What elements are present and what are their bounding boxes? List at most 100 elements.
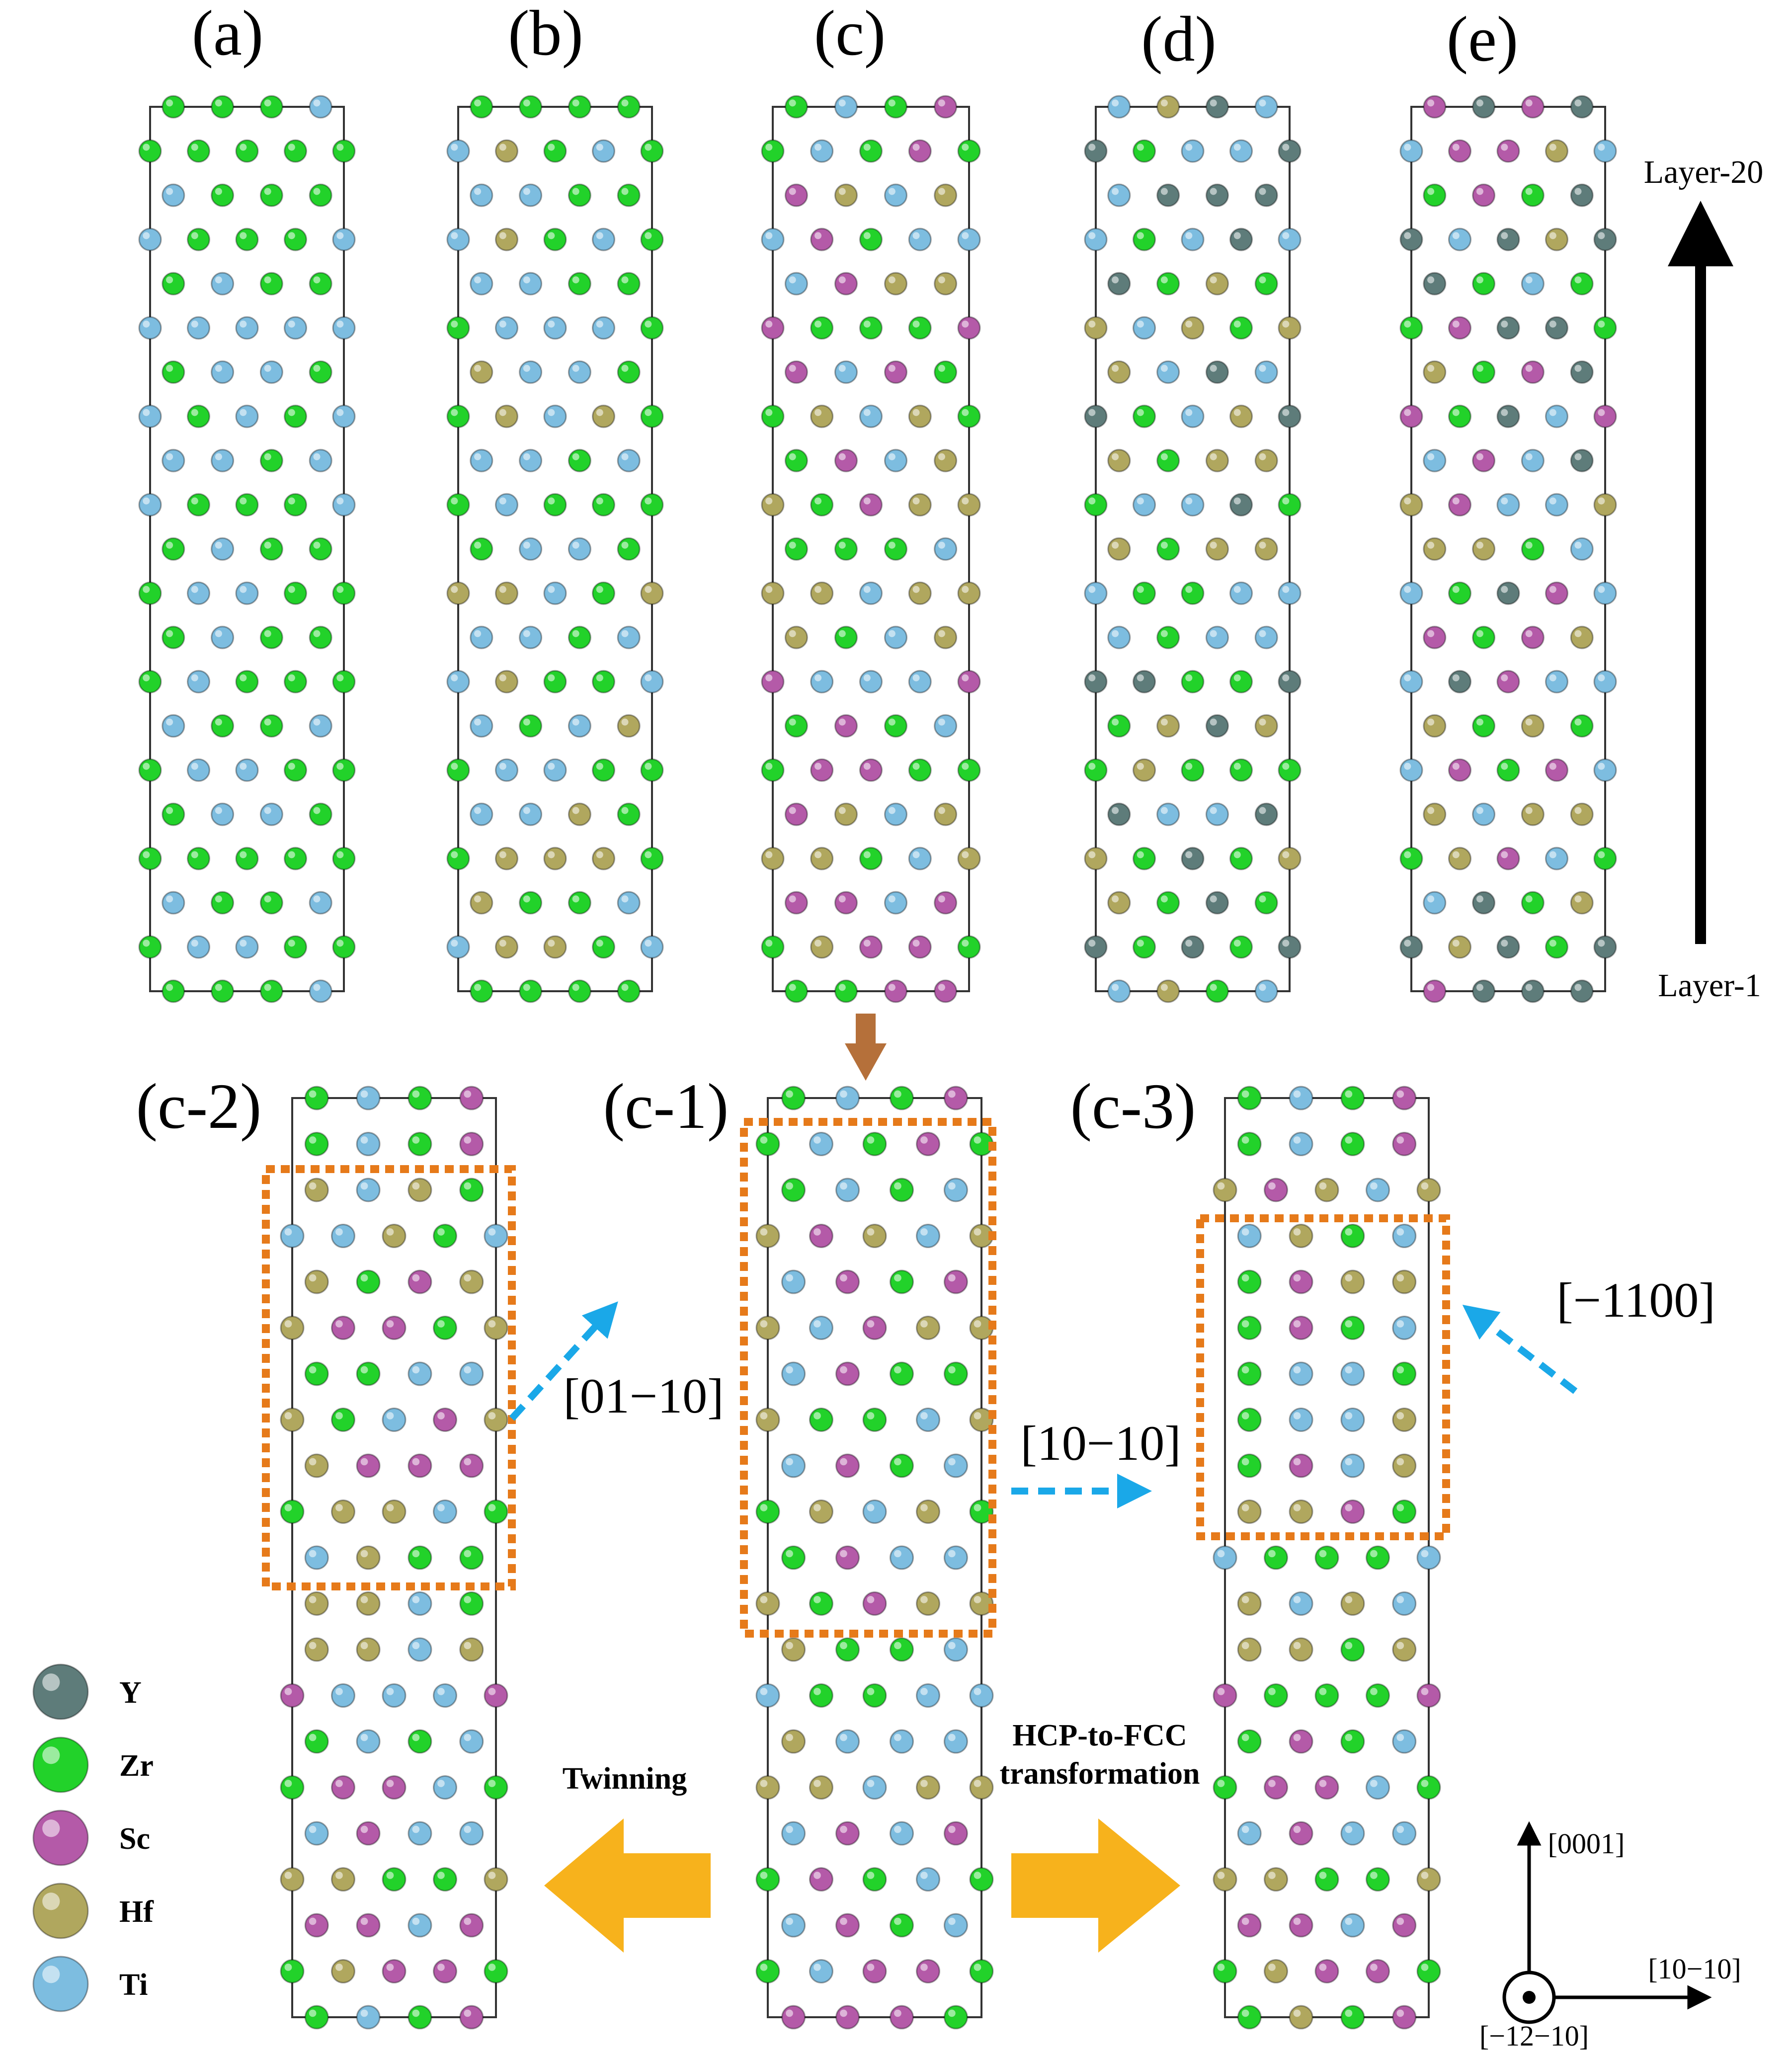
atom-Sc (382, 1316, 407, 1340)
atom-Zr (138, 758, 162, 782)
atom-Zr (943, 2005, 968, 2030)
panel-e-atoms (1399, 95, 1617, 1003)
atom-Zr (889, 1913, 914, 1938)
atom-Zr (1472, 626, 1496, 649)
atom-highlight (488, 1228, 496, 1236)
atom-Ti (943, 1729, 968, 1754)
atom-Hf (407, 1178, 432, 1202)
atom-Hf (1521, 802, 1545, 826)
atom-highlight (1293, 1825, 1301, 1833)
atom-highlight (1160, 807, 1168, 814)
atom-Zr (309, 537, 332, 561)
atom-Ti (1399, 581, 1423, 605)
atom-Ti (1545, 404, 1568, 428)
atom-Sc (1392, 1132, 1417, 1156)
atom-Sc (1392, 1086, 1417, 1110)
atom-Zr (1340, 1132, 1365, 1156)
atom-highlight (1241, 1642, 1249, 1650)
atom-Zr (1205, 979, 1229, 1003)
atom-Zr (280, 1959, 305, 1983)
atom-Ti (407, 1361, 432, 1386)
atom-highlight (974, 1964, 981, 1971)
atom-highlight (1345, 1734, 1353, 1741)
atom-Hf (495, 935, 518, 959)
atom-Zr (834, 626, 858, 649)
atom-highlight (166, 188, 173, 195)
atom-Ti (459, 1821, 484, 1846)
atom-Hf (304, 1453, 329, 1478)
atom-highlight (474, 99, 482, 107)
atom-highlight (360, 1136, 368, 1144)
atom-highlight (309, 1182, 317, 1190)
atom-highlight (760, 1320, 768, 1328)
atom-Zr (617, 95, 641, 119)
atom-Hf (495, 581, 518, 605)
atom-highlight (1345, 1504, 1353, 1511)
atom-Ti (235, 758, 259, 782)
atom-highlight (863, 409, 871, 416)
atom-highlight (765, 144, 773, 151)
atom-Hf (280, 1316, 305, 1340)
atom-Zr (543, 493, 567, 517)
atom-Zr (446, 758, 470, 782)
atom-Ti (162, 714, 185, 738)
atom-highlight (938, 807, 945, 814)
atom-highlight (920, 1872, 928, 1879)
atom-Zr (1254, 891, 1278, 915)
atom-Ti (1521, 272, 1545, 296)
atom-highlight (974, 1596, 981, 1603)
atom-Ti (309, 449, 332, 473)
atom-highlight (499, 763, 506, 770)
atom-highlight (867, 1872, 875, 1879)
atom-Hf (331, 1500, 355, 1524)
atom-Hf (755, 1316, 780, 1340)
atom-Zr (332, 581, 356, 605)
atom-highlight (1549, 674, 1556, 682)
atom-highlight (288, 586, 295, 593)
atom-highlight (264, 188, 271, 195)
layer-20-label: Layer-20 (1644, 154, 1764, 190)
atom-highlight (1574, 453, 1582, 461)
atom-Ti (1289, 1408, 1313, 1432)
atom-highlight (1241, 2009, 1249, 2017)
atom-Sc (835, 1453, 860, 1478)
atom-Sc (810, 228, 834, 251)
atom-highlight (938, 984, 945, 991)
atom-Ti (1472, 802, 1496, 826)
atom-highlight (1549, 586, 1556, 593)
atom-highlight (596, 586, 603, 593)
atom-Zr (162, 802, 185, 826)
atom-Ti (781, 1453, 806, 1478)
atom-highlight (215, 895, 222, 903)
atom-Ti (433, 1683, 457, 1708)
atom-highlight (1476, 276, 1483, 284)
atom-highlight (288, 763, 295, 770)
atom-highlight (336, 409, 344, 416)
atom-highlight (1217, 1872, 1225, 1879)
atom-Zr (1366, 1867, 1390, 1892)
atom-Ti (1205, 802, 1229, 826)
atom-Ti (32, 1956, 89, 2012)
atom-Ti (433, 1500, 457, 1524)
atom-Zr (1340, 1637, 1365, 1662)
atom-highlight (523, 188, 530, 195)
atom-Zr (809, 1683, 833, 1708)
panel-c2: (c-2) (136, 1071, 516, 2030)
atom-Ti (211, 802, 235, 826)
atom-Hf (916, 1775, 940, 1800)
atom-highlight (920, 1136, 928, 1144)
atom-Hf (543, 935, 567, 959)
atom-Ti (1133, 493, 1156, 517)
atom-Zr (1392, 1361, 1417, 1386)
atom-highlight (309, 1734, 317, 1741)
atom-Zr (1229, 758, 1253, 782)
atom-highlight (621, 365, 629, 372)
atom-Zr (1237, 1316, 1262, 1340)
atom-highlight (451, 144, 458, 151)
atom-highlight (1217, 1182, 1225, 1190)
atom-highlight (1282, 586, 1290, 593)
atom-Sc (407, 1269, 432, 1294)
atom-Zr (568, 891, 591, 915)
atom-highlight (386, 1228, 394, 1236)
atom-Zr (884, 95, 908, 119)
